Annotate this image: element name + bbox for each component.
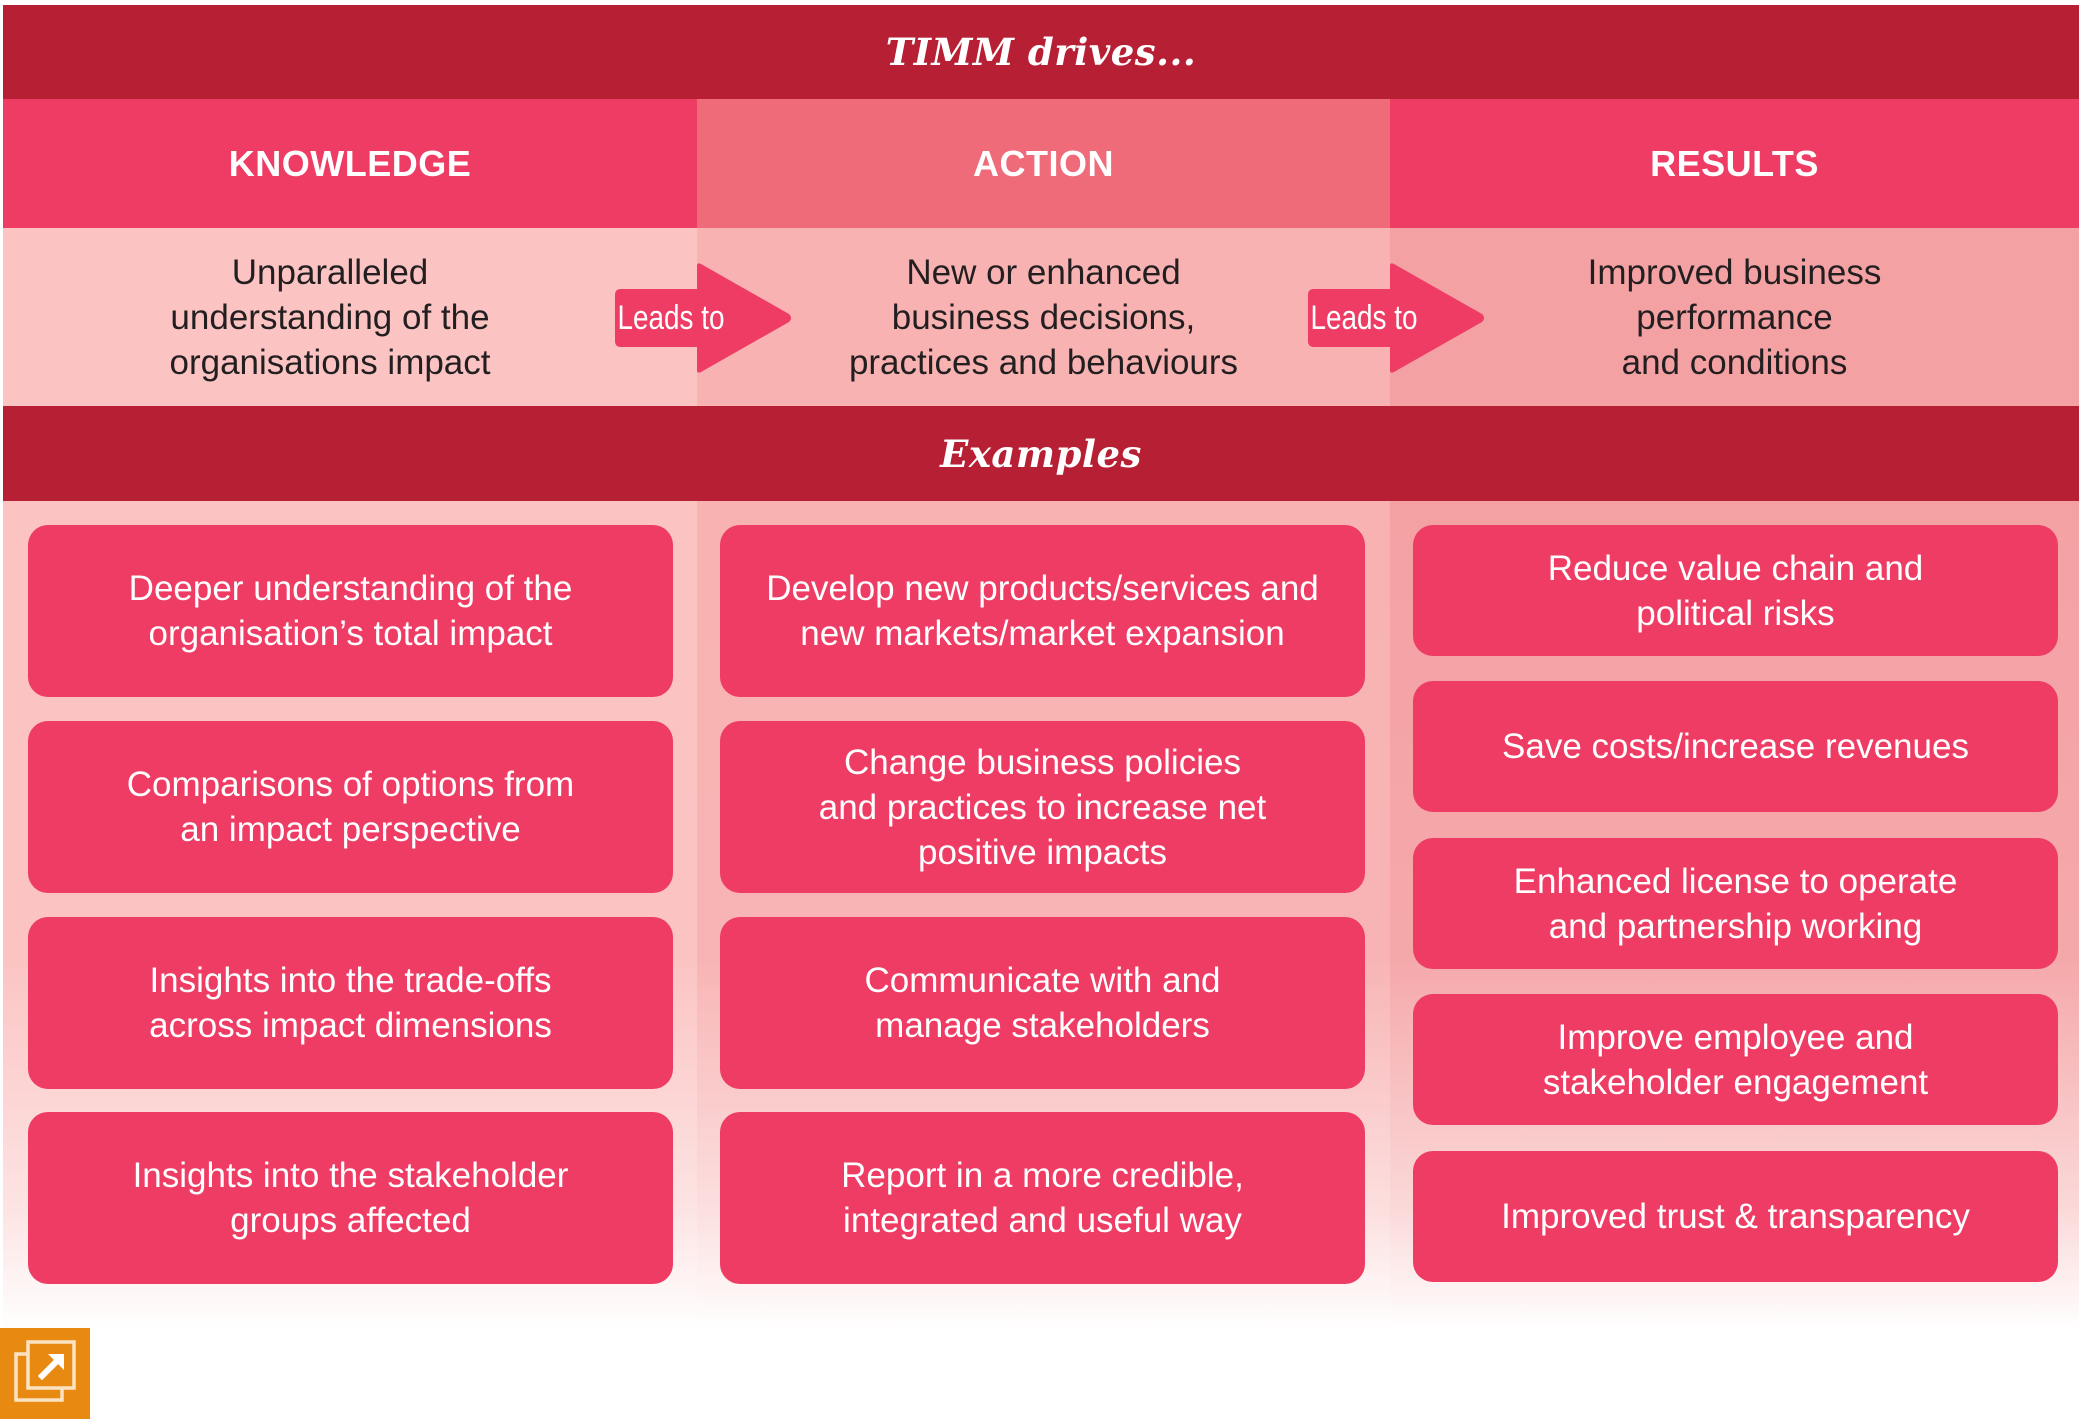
- example-text: Insights into the stakeholder groups aff…: [132, 1156, 569, 1240]
- leads-to-label-2: Leads to: [1310, 298, 1418, 337]
- knowledge-example-card: Insights into the stakeholder groups aff…: [28, 1112, 673, 1284]
- example-text: Enhanced license to operate and partners…: [1513, 861, 1958, 946]
- examples-bar: Examples: [3, 406, 2079, 501]
- knowledge-header: KNOWLEDGE: [3, 99, 697, 228]
- action-header-label: ACTION: [973, 142, 1114, 184]
- example-text: Comparisons of options from an impact pe…: [126, 765, 575, 849]
- results-example-card: Improve employee and stakeholder engagem…: [1413, 994, 2058, 1125]
- results-description-text: Improved business performance and condit…: [1587, 252, 1882, 382]
- example-text: Improved trust & transparency: [1501, 1197, 1970, 1236]
- knowledge-description: Unparalleled understanding of the organi…: [3, 228, 697, 406]
- results-example-card: Reduce value chain and political risks: [1413, 525, 2058, 656]
- results-header-label: RESULTS: [1650, 142, 1819, 184]
- results-description: Improved business performance and condit…: [1390, 228, 2079, 406]
- diagram-title: TIMM drives...: [885, 30, 1197, 74]
- action-header: ACTION: [697, 99, 1390, 228]
- action-example-card: Communicate with and manage stakeholders: [720, 917, 1365, 1089]
- example-text: Save costs/increase revenues: [1502, 727, 1969, 766]
- example-text: Report in a more credible, integrated an…: [841, 1156, 1244, 1240]
- arrow-right-icon: [1308, 263, 1484, 373]
- example-text: Reduce value chain and political risks: [1547, 548, 1924, 633]
- action-example-card: Change business policies and practices t…: [720, 721, 1365, 893]
- leads-to-arrow-2: Leads to: [1308, 262, 1486, 374]
- example-text: Insights into the trade-offs across impa…: [149, 961, 552, 1045]
- knowledge-example-card: Insights into the trade-offs across impa…: [28, 917, 673, 1089]
- results-example-card: Enhanced license to operate and partners…: [1413, 838, 2058, 969]
- title-bar: TIMM drives...: [3, 5, 2079, 99]
- knowledge-description-text: Unparalleled understanding of the organi…: [169, 252, 491, 382]
- results-example-card: Save costs/increase revenues: [1413, 681, 2058, 812]
- example-text: Develop new products/services and new ma…: [766, 569, 1319, 653]
- expand-icon: [14, 1340, 76, 1402]
- action-example-card: Report in a more credible, integrated an…: [720, 1112, 1365, 1284]
- knowledge-example-card: Deeper understanding of the organisation…: [28, 525, 673, 697]
- action-example-card: Develop new products/services and new ma…: [720, 525, 1365, 697]
- arrow-right-icon: [615, 263, 791, 373]
- results-example-card: Improved trust & transparency: [1413, 1151, 2058, 1282]
- example-text: Improve employee and stakeholder engagem…: [1542, 1017, 1929, 1102]
- example-text: Deeper understanding of the organisation…: [128, 569, 573, 653]
- knowledge-example-card: Comparisons of options from an impact pe…: [28, 721, 673, 893]
- examples-heading: Examples: [940, 431, 1142, 476]
- expand-button[interactable]: [0, 1328, 90, 1419]
- example-text: Change business policies and practices t…: [818, 742, 1267, 872]
- action-description: New or enhanced business decisions, prac…: [697, 228, 1390, 406]
- results-header: RESULTS: [1390, 99, 2079, 228]
- leads-to-arrow-1: Leads to: [615, 262, 793, 374]
- example-text: Communicate with and manage stakeholders: [864, 961, 1221, 1045]
- action-description-text: New or enhanced business decisions, prac…: [848, 252, 1239, 382]
- leads-to-label-1: Leads to: [617, 298, 725, 337]
- knowledge-header-label: KNOWLEDGE: [228, 142, 472, 184]
